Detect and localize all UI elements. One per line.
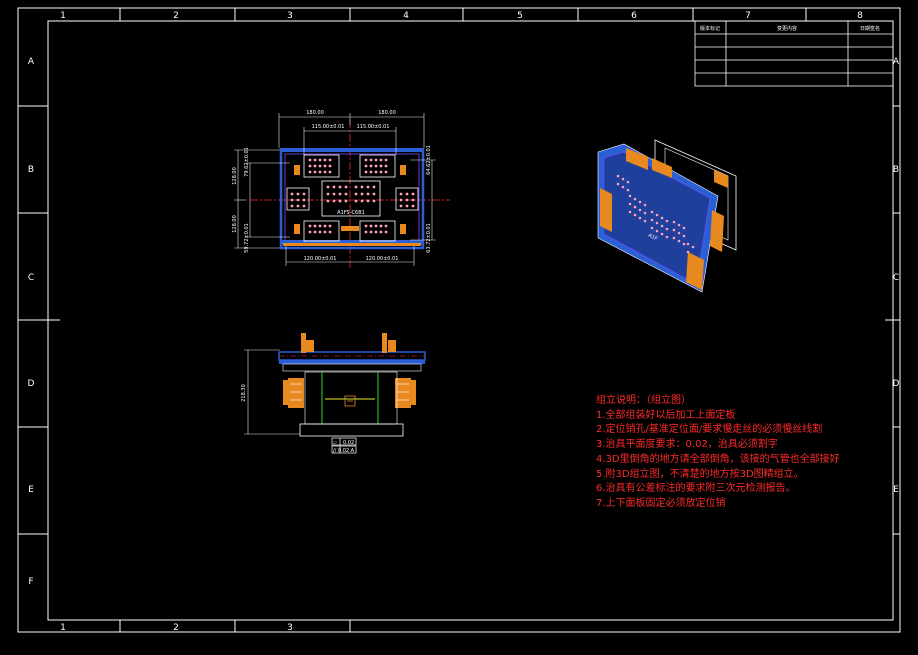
side-view-clamps <box>283 333 416 408</box>
side-height-dim: 218.30 <box>241 384 247 402</box>
dim-top-right: 180.00 <box>378 110 396 116</box>
row-label-a: A <box>28 57 35 67</box>
top-view-pads <box>286 154 419 242</box>
iso-part-label: A1F <box>647 232 658 242</box>
top-view-holes <box>290 158 415 234</box>
row-label-c-right: C <box>893 273 899 283</box>
row-label-e-right: E <box>893 485 899 495</box>
note-item-3: 3.治具平面度要求：0.02，治具必须割字 <box>596 439 778 451</box>
col-label-8: 8 <box>857 11 863 21</box>
dim-top-left: 180.00 <box>306 110 324 116</box>
dim-right-bottom: 63.72±0.01 <box>426 223 432 253</box>
top-view-dim-lines <box>234 113 436 266</box>
outer-border <box>17 7 901 633</box>
parallel-tolerance: // 0.02 A <box>333 448 355 454</box>
dim-bottom-left: 120.00±0.01 <box>304 256 337 262</box>
col-label-1: 1 <box>60 11 66 21</box>
rev-header-sign: 日期签名 <box>860 25 880 32</box>
col-label-6: 6 <box>631 11 637 21</box>
top-view-part-label: A1FS-C6B1 <box>337 210 365 216</box>
notes-title: 组立说明：（组立图） <box>596 395 691 406</box>
row-label-d: D <box>28 379 35 389</box>
iso-view: A1F <box>597 139 737 293</box>
col-label-bottom-2: 2 <box>173 623 179 633</box>
top-view: A1FS-C6B1 180.00 180.00 115.00±0.01 115.… <box>232 110 450 270</box>
top-view-centerlines <box>250 120 450 270</box>
col-label-bottom-1: 1 <box>60 623 66 633</box>
flatness-symbol: ▱ <box>333 440 337 446</box>
note-item-4: 4.3D里倒角的地方请全部倒角，该接的气管也全部接好 <box>596 453 840 465</box>
assembly-notes: 组立说明：（组立图） 1.全部组装好以后加工上面定板 2.定位销孔/基准定位面/… <box>596 394 896 512</box>
top-view-clamps <box>294 165 406 234</box>
dim-left-inner-top: 79.62±0.01 <box>244 147 250 177</box>
col-label-5: 5 <box>517 11 523 21</box>
iso-holes <box>616 174 695 254</box>
row-label-b: B <box>28 165 34 175</box>
dim-left-outer-top: 128.00 <box>232 167 238 185</box>
side-view-dim-lines <box>244 349 300 435</box>
col-label-7: 7 <box>745 11 751 21</box>
tolerance-frames <box>331 437 357 454</box>
side-view-pillars <box>321 372 379 424</box>
col-label-4: 4 <box>403 11 409 21</box>
inner-border <box>47 20 894 621</box>
dim-inner-right: 115.00±0.01 <box>357 124 390 130</box>
dim-left-inner-bottom: 59.72±0.01 <box>244 223 250 253</box>
col-label-3: 3 <box>287 11 293 21</box>
dim-inner-left: 115.00±0.01 <box>312 124 345 130</box>
col-label-2: 2 <box>173 11 179 21</box>
col-label-bottom-3: 3 <box>287 623 293 633</box>
note-item-6: 6.治具有公差标注的要求附三次元检测报告。 <box>596 483 796 495</box>
note-item-2: 2.定位销孔/基准定位面/要求慢走丝的必须慢丝线割 <box>596 424 823 436</box>
revision-table <box>694 20 894 87</box>
flatness-value: 0.02 <box>343 440 354 446</box>
row-label-a-right: A <box>893 57 900 67</box>
row-label-b-right: B <box>893 165 899 175</box>
note-item-7: 7.上下面板固定必须放定位销 <box>596 497 726 509</box>
dim-right-top: 64.62±0.01 <box>426 145 432 175</box>
side-view: 218.30 ▱ 0.02 // 0.02 A <box>241 333 426 454</box>
rev-header-mark: 版本标记 <box>700 25 720 32</box>
rev-header-content: 变更内容 <box>777 25 797 32</box>
drawing-frame <box>17 7 901 633</box>
row-label-c: C <box>28 273 34 283</box>
iso-clamps <box>600 148 728 290</box>
note-item-5: 5.附3D组立图，不清楚的地方按3D图精组立。 <box>596 468 804 480</box>
side-base-plate <box>299 423 404 437</box>
dim-bottom-right: 120.00±0.01 <box>366 256 399 262</box>
dim-left-outer-bottom: 128.00 <box>232 215 238 233</box>
note-item-1: 1.全部组装好以后加工上面定板 <box>596 409 736 421</box>
row-label-d-right: D <box>893 379 900 389</box>
row-label-f: F <box>28 577 33 587</box>
row-label-e: E <box>28 485 34 495</box>
